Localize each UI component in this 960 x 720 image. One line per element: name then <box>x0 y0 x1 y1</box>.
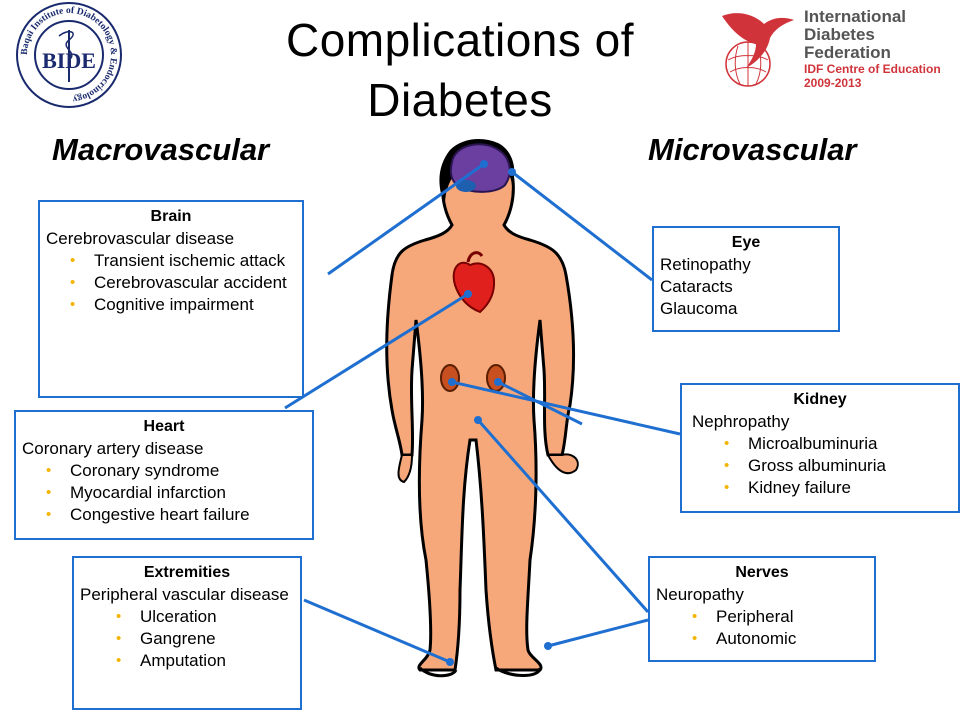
kidney-box-list: Microalbuminuria Gross albuminuria Kidne… <box>688 433 952 499</box>
macrovascular-heading: Macrovascular <box>52 132 270 167</box>
list-item: Transient ischemic attack <box>70 250 296 272</box>
connector-lines <box>284 162 681 664</box>
list-item: Peripheral <box>692 606 868 628</box>
list-item: Congestive heart failure <box>46 504 306 526</box>
list-item: Kidney failure <box>724 477 952 499</box>
connector-kidney-right <box>497 380 583 426</box>
eye-box-line: Glaucoma <box>660 299 738 318</box>
page-title: Complications of Diabetes <box>285 14 635 126</box>
connector-brain <box>327 162 485 276</box>
eye-complications-box: Eye Retinopathy Cataracts Glaucoma <box>652 226 840 332</box>
brain-box-list: Transient ischemic attack Cerebrovascula… <box>46 250 296 316</box>
connector-nerves-spine <box>476 419 650 613</box>
kidney-left-organ <box>440 364 460 392</box>
connector-heart <box>284 292 469 410</box>
idf-line3: IDF Centre of Education <box>804 62 941 76</box>
extremities-box-title: Extremities <box>143 564 231 581</box>
kidney-box-subtitle: Nephropathy <box>692 412 790 431</box>
eye-box-line: Retinopathy <box>660 255 751 274</box>
idf-line2: Diabetes Federation <box>804 25 891 62</box>
heart-box-list: Coronary syndrome Myocardial infarction … <box>22 460 306 526</box>
connector-eye <box>511 170 653 282</box>
idf-line4: 2009-2013 <box>804 76 862 90</box>
idf-line1: International <box>804 7 907 26</box>
heart-box-subtitle: Coronary artery disease <box>22 439 204 458</box>
extremities-complications-box: Extremities Peripheral vascular disease … <box>72 556 302 710</box>
bide-logo: Baqai Institute of Diabetology & Endocri… <box>16 2 122 108</box>
nerves-box-list: Peripheral Autonomic <box>656 606 868 650</box>
kidney-right-organ <box>486 364 506 392</box>
connector-kidney-left <box>451 380 681 436</box>
connector-nerves-foot <box>547 618 649 648</box>
kidney-complications-box: Kidney Nephropathy Microalbuminuria Gros… <box>680 383 960 513</box>
brain-box-title: Brain <box>150 208 192 225</box>
nerves-box-subtitle: Neuropathy <box>656 585 744 604</box>
microvascular-heading: Microvascular <box>648 132 857 167</box>
brain-box-subtitle: Cerebrovascular disease <box>46 229 235 248</box>
kidney-box-title: Kidney <box>793 391 847 408</box>
brain-complications-box: Brain Cerebrovascular disease Transient … <box>38 200 304 398</box>
list-item: Cerebrovascular accident <box>70 272 296 294</box>
list-item: Microalbuminuria <box>724 433 952 455</box>
nerves-box-title: Nerves <box>735 564 789 581</box>
heart-complications-box: Heart Coronary artery disease Coronary s… <box>14 410 314 540</box>
eye-box-line: Cataracts <box>660 277 733 296</box>
list-item: Amputation <box>116 650 294 672</box>
list-item: Coronary syndrome <box>46 460 306 482</box>
list-item: Gross albuminuria <box>724 455 952 477</box>
nerves-complications-box: Nerves Neuropathy Peripheral Autonomic <box>648 556 876 662</box>
list-item: Cognitive impairment <box>70 294 296 316</box>
list-item: Myocardial infarction <box>46 482 306 504</box>
idf-bird-icon <box>722 13 794 87</box>
list-item: Ulceration <box>116 606 294 628</box>
list-item: Autonomic <box>692 628 868 650</box>
eye-organ <box>456 180 476 192</box>
list-item: Gangrene <box>116 628 294 650</box>
eye-box-title: Eye <box>731 234 761 251</box>
extremities-box-subtitle: Peripheral vascular disease <box>80 585 289 604</box>
extremities-box-list: Ulceration Gangrene Amputation <box>80 606 294 672</box>
bide-logo-text: BIDE <box>42 48 96 73</box>
heart-organ <box>452 261 496 314</box>
connector-extremities <box>303 598 451 664</box>
heart-box-title: Heart <box>143 418 185 435</box>
